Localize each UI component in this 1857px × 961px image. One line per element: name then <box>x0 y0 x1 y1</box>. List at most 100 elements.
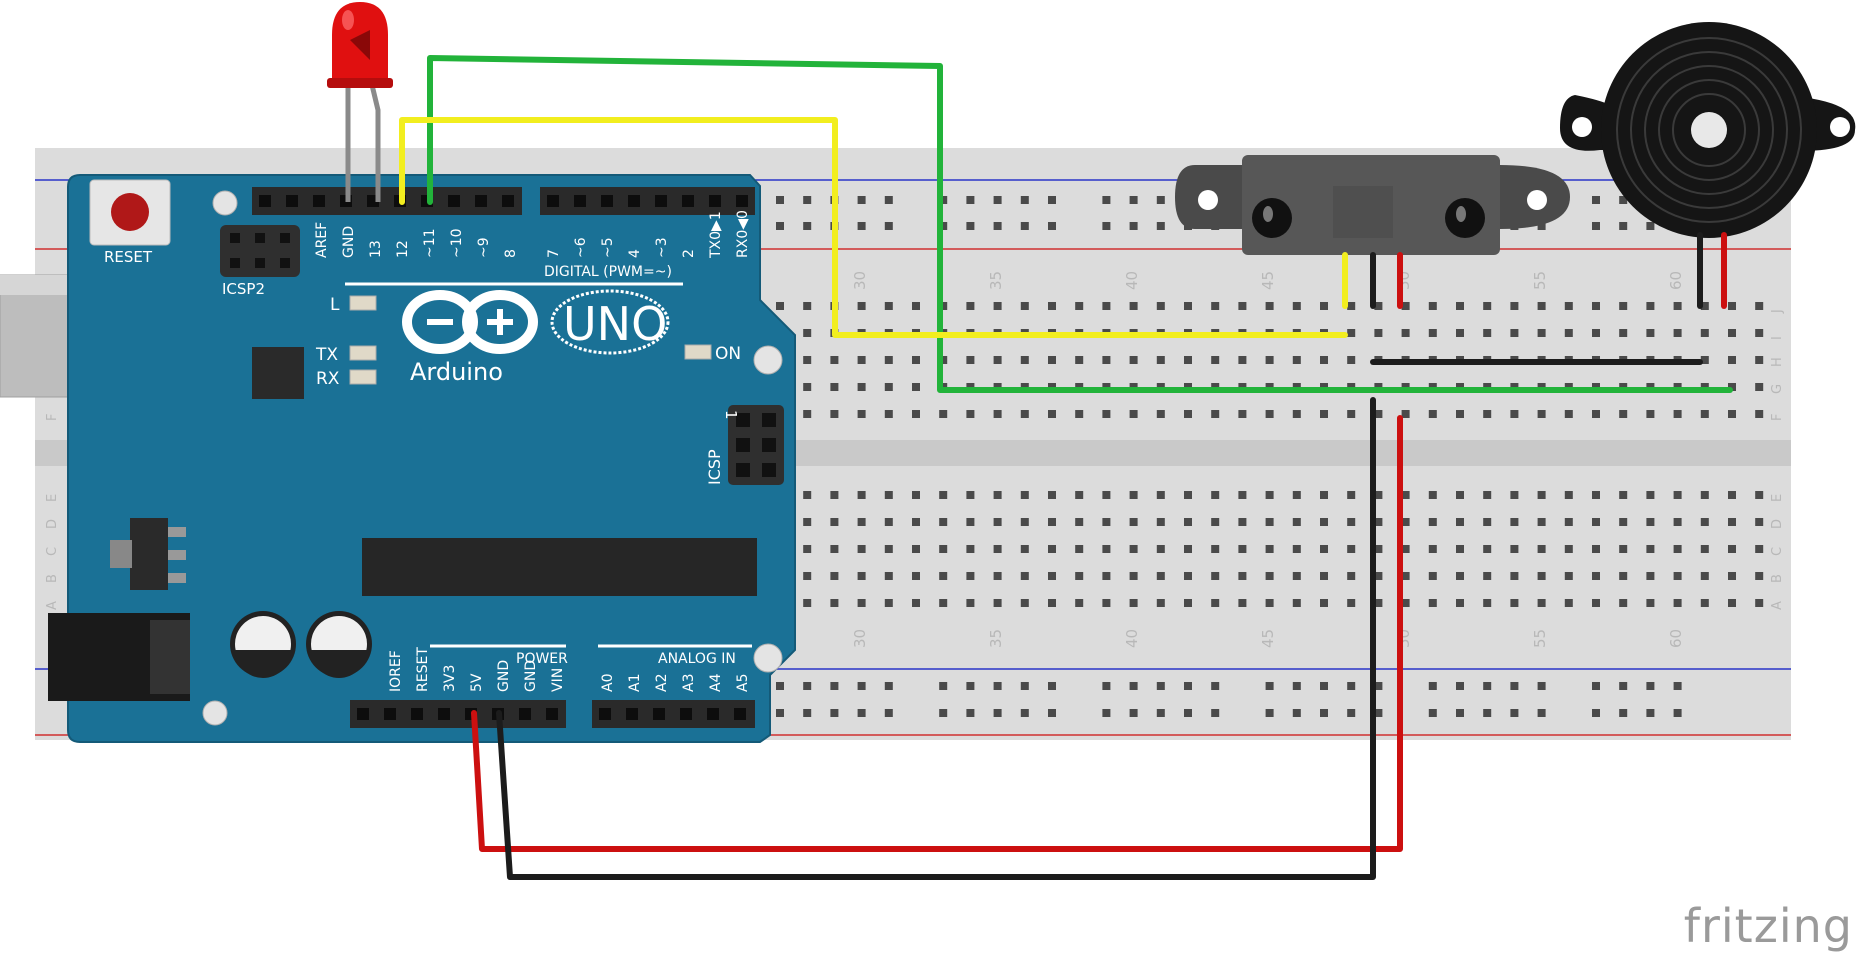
led-tx-label: TX <box>315 345 338 365</box>
digital-pin-label: 8 <box>503 249 519 258</box>
led-rim <box>327 78 393 88</box>
led-rx-indicator <box>349 369 377 385</box>
power-pin-label: 3V3 <box>442 665 458 692</box>
power-pin-label: GND <box>496 660 512 692</box>
digital-pin-label: AREF <box>314 222 330 258</box>
analog-header <box>592 700 755 728</box>
column-number-35-bottom: 35 <box>987 629 1005 648</box>
power-header-label: POWER <box>516 651 568 667</box>
digital-pin-label: ~5 <box>600 237 616 258</box>
reset-button-cap[interactable] <box>111 193 149 231</box>
led-on-label: ON <box>715 344 741 364</box>
mounting-hole-right <box>753 345 783 375</box>
power-pin-label: RESET <box>415 647 431 692</box>
row-letter-h: H <box>1770 357 1785 367</box>
digital-pin-label: 13 <box>368 240 384 258</box>
led-tx-indicator <box>349 345 377 361</box>
mounting-hole-bottom-left <box>202 700 228 726</box>
digital-pin-label: ~6 <box>573 237 589 258</box>
digital-header-right <box>540 187 755 215</box>
wire-green-pin11 <box>427 55 1733 393</box>
microcontroller-chip <box>362 538 757 596</box>
icsp-header <box>728 405 784 485</box>
row-letter-c-left: C <box>45 547 60 556</box>
row-letter-a: A <box>1770 601 1785 610</box>
digital-pin-label: GND <box>341 226 357 258</box>
mounting-hole-bottom-right <box>753 643 783 673</box>
digital-pin-label: 2 <box>681 249 697 258</box>
led-die <box>350 30 370 60</box>
column-number-45: 45 <box>1259 271 1277 290</box>
led-rx-label: RX <box>316 369 340 389</box>
row-letter-g: G <box>1770 384 1785 394</box>
capacitor-1 <box>230 611 296 678</box>
column-number-30-bottom: 30 <box>851 629 869 648</box>
ir-distance-sensor <box>1175 155 1570 255</box>
led-on-indicator <box>684 344 712 360</box>
digital-pin-label: 7 <box>546 249 562 258</box>
analog-pin-label: A3 <box>681 674 697 692</box>
ir-sensor-center <box>1333 186 1393 238</box>
arduino-pcb <box>67 174 796 743</box>
breadboard-labels: 30 35 40 45 50 55 60 30 35 40 45 50 55 6… <box>45 271 1785 648</box>
analog-pin-label: A0 <box>600 674 616 692</box>
led-l-indicator <box>349 295 377 311</box>
ir-emitter-shine <box>1263 206 1273 222</box>
buzzer-center <box>1691 112 1727 148</box>
column-number-35: 35 <box>987 271 1005 290</box>
analog-pin-label: A2 <box>654 674 670 692</box>
column-number-30: 30 <box>851 271 869 290</box>
column-number-60: 60 <box>1667 271 1685 290</box>
power-jack-back <box>150 620 190 694</box>
icsp-label: ICSP <box>705 449 724 485</box>
digital-pin-label: ~11 <box>422 228 438 258</box>
digital-pin-label: 12 <box>395 240 411 258</box>
row-letter-j: J <box>1770 309 1785 314</box>
row-letter-b: B <box>1770 574 1785 583</box>
row-letter-i: I <box>1770 336 1785 340</box>
led-l-label: L <box>330 295 340 315</box>
row-letter-f: F <box>1770 414 1785 421</box>
usb-chip <box>252 347 304 399</box>
power-pin-label: GND <box>523 660 539 692</box>
led-anode-leg <box>369 84 381 202</box>
digital-pin-label: TX0▶1 <box>708 211 724 259</box>
column-number-60-bottom: 60 <box>1667 629 1685 648</box>
row-letter-d: D <box>1770 519 1785 529</box>
reset-label: RESET <box>104 248 153 266</box>
power-header <box>350 700 566 728</box>
row-letter-a-left: A <box>45 601 60 610</box>
ir-receiver-shine <box>1456 206 1466 222</box>
digital-pin-label: ~3 <box>654 237 670 258</box>
icsp2-label: ICSP2 <box>222 280 265 298</box>
fritzing-logo: fritzing <box>1683 899 1853 953</box>
digital-header-label: DIGITAL (PWM=~) <box>544 264 672 280</box>
mounting-hole-top-left <box>212 190 238 216</box>
column-number-55-bottom: 55 <box>1531 629 1549 648</box>
icsp-pin1-label: 1 <box>722 410 740 420</box>
column-number-40-bottom: 40 <box>1123 629 1141 648</box>
piezo-buzzer <box>1560 22 1856 238</box>
buzzer-mount-hole-left <box>1572 117 1592 137</box>
row-letter-f-left: F <box>45 414 60 421</box>
wire-red-5v <box>471 415 1403 852</box>
analog-pin-label: A5 <box>735 674 751 692</box>
column-number-40: 40 <box>1123 271 1141 290</box>
wire-yellow-pin12 <box>399 117 1348 338</box>
wire-black-gnd <box>496 397 1376 880</box>
logo-uno-text: UNO <box>563 297 667 351</box>
voltage-regulator-tab <box>110 540 132 568</box>
voltage-regulator <box>130 518 168 590</box>
analog-pin-label: A1 <box>627 674 643 692</box>
digital-pin-label: ~10 <box>449 228 465 258</box>
logo-brand-text: Arduino <box>410 358 503 386</box>
digital-pin-label: 4 <box>627 249 643 258</box>
digital-pin-label: RX0◀0 <box>735 210 751 258</box>
column-number-45-bottom: 45 <box>1259 629 1277 648</box>
wires <box>399 55 1733 880</box>
arduino-uno-board: RESET ICSP2 1 <box>0 174 796 743</box>
capacitor-2 <box>306 611 372 678</box>
ir-sensor-mount-hole-left <box>1198 190 1218 210</box>
